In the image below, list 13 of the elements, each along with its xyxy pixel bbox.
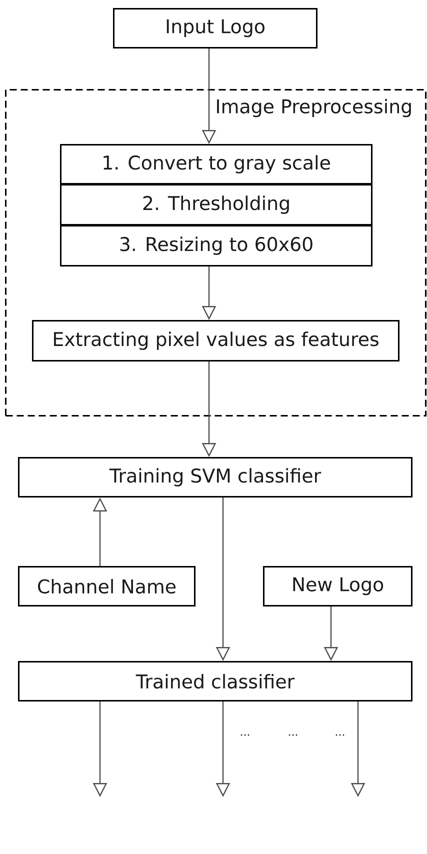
process-box: 2. Thresholding bbox=[60, 184, 372, 226]
ellipsis: ... bbox=[240, 734, 250, 736]
process-box: Channel Name bbox=[18, 566, 196, 606]
process-box: New Logo bbox=[263, 566, 412, 606]
process-box: Trained classifier bbox=[18, 661, 412, 702]
ellipsis: ... bbox=[336, 734, 344, 736]
process-box: 1. Convert to gray scale bbox=[60, 144, 372, 184]
process-box: Training SVM classifier bbox=[18, 457, 412, 498]
ellipsis: ... bbox=[288, 734, 298, 736]
process-box: Extracting pixel values as features bbox=[32, 320, 400, 362]
process-box: 3. Resizing to 60x60 bbox=[60, 225, 372, 266]
process-box: Input Logo bbox=[113, 8, 318, 48]
group-heading: Image Preprocessing bbox=[217, 98, 411, 118]
